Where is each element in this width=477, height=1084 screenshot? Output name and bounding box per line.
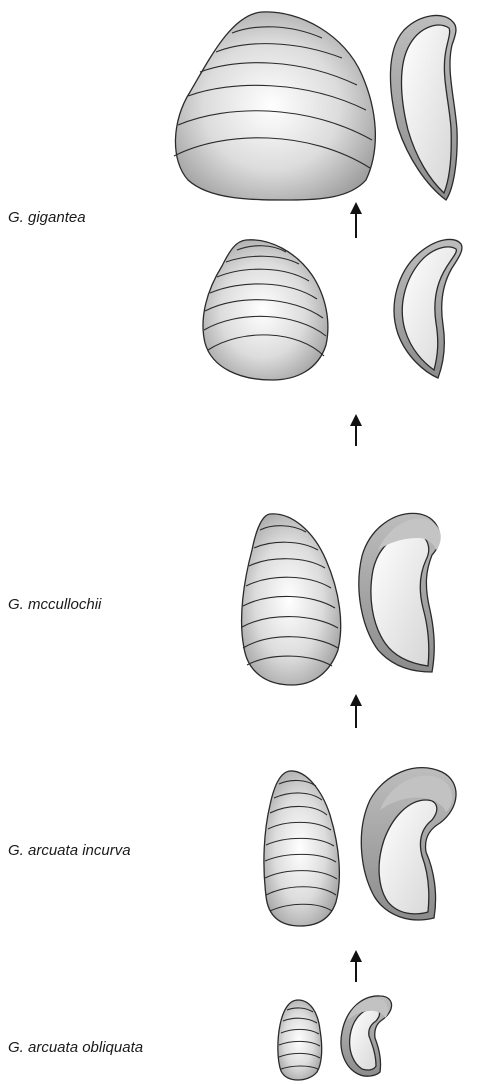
up-arrow-icon (350, 414, 362, 446)
arcuata-incurva-outer-shell (264, 771, 339, 926)
gigantea-label: G. gigantea (8, 209, 86, 226)
arcuata-incurva-label: G. arcuata incurva (8, 842, 131, 859)
gigantea-small-group (203, 239, 462, 380)
mccullochii-group (242, 513, 441, 685)
arcuata-obliquata-group (278, 996, 392, 1080)
gigantea-large-interior-cavity (402, 25, 452, 193)
up-arrow-icon (350, 950, 362, 982)
gigantea-large-group (174, 12, 457, 200)
up-arrow-icon (350, 202, 362, 238)
arcuata-incurva-group (264, 768, 456, 926)
up-arrow-icon (350, 694, 362, 728)
gigantea-large-outer-shell (175, 12, 375, 200)
arcuata-obliquata-label: G. arcuata obliquata (8, 1039, 143, 1056)
mccullochii-label: G. mccullochii (8, 596, 102, 613)
mccullochii-outer-shell (242, 514, 341, 685)
